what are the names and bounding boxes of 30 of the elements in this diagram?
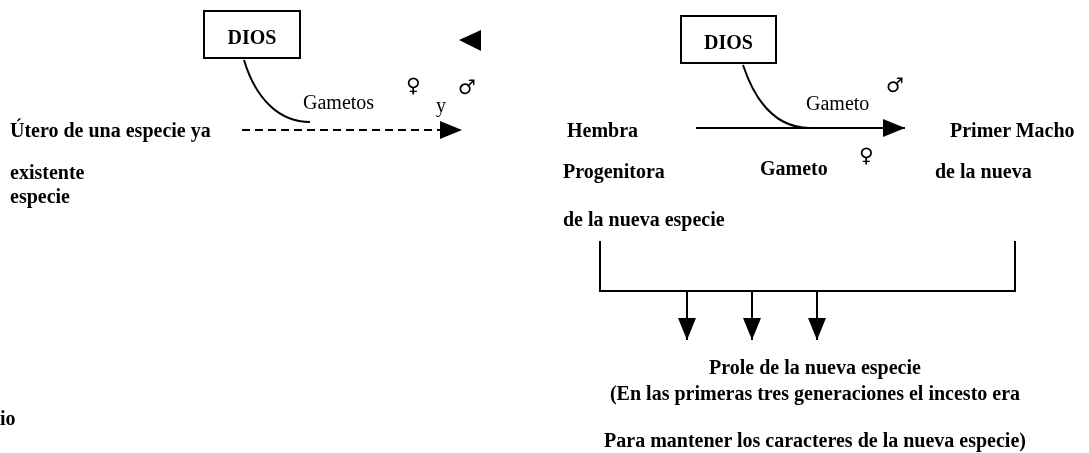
node-text: Para mantener los caracteres de la nueva especie): [603, 429, 1027, 451]
arrow: [751, 240, 1016, 341]
node-text: de la nueva especie: [563, 208, 725, 230]
node-text: Prole de la nueva especie: [708, 356, 922, 378]
label-text: io: [0, 407, 16, 429]
male-symbol: ♂: [886, 74, 904, 96]
node-text: Útero de una especie ya: [10, 119, 211, 141]
node-text: especie: [10, 185, 70, 207]
female-symbol: ♀: [406, 74, 421, 96]
female-symbol: ♀: [859, 144, 874, 166]
male-symbol: ♂: [458, 76, 476, 98]
node-text: (En las primeras tres generaciones el incesto era: [608, 382, 1022, 404]
deity-label: DIOS: [226, 26, 278, 48]
node-text: de la nueva: [935, 160, 1032, 182]
arrow: [695, 119, 906, 137]
node-text: Progenitora: [563, 160, 665, 182]
label-text: y: [436, 94, 446, 116]
node-text: existente: [10, 161, 85, 183]
label-text: Gameto: [806, 92, 870, 114]
deity-box: [680, 15, 777, 64]
label-text: Gameto: [760, 157, 828, 179]
arrow: [599, 240, 753, 341]
node-text: Primer Macho: [950, 119, 1075, 141]
deity-box: [203, 10, 301, 59]
connector-line: [243, 59, 311, 123]
deity-label: DIOS: [703, 31, 754, 53]
arrow: [743, 290, 761, 341]
label-text: Gametos: [303, 91, 375, 113]
arrow: [241, 121, 463, 139]
node-text: Hembra: [567, 119, 639, 141]
